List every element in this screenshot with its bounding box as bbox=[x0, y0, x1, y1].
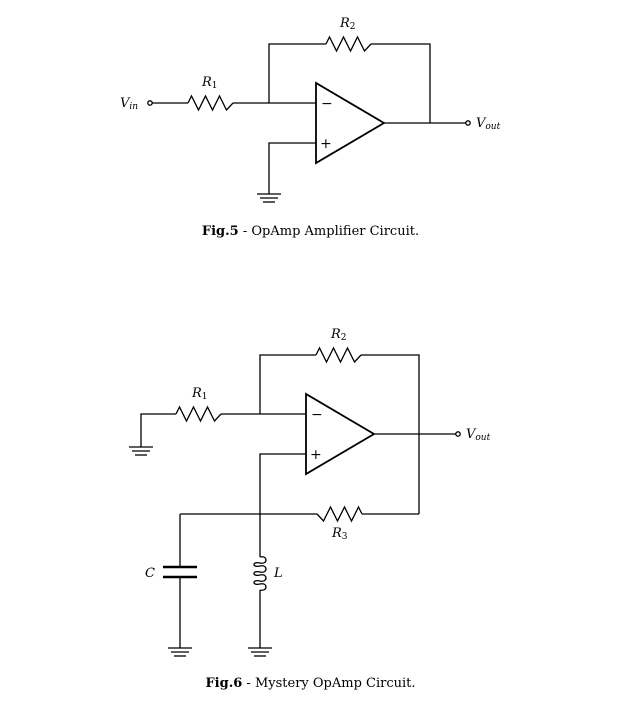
fig6-ground-inductor bbox=[248, 647, 272, 657]
fig6-caption-text: - Mystery OpAmp Circuit. bbox=[242, 676, 416, 691]
fig6-label-l: L bbox=[273, 566, 283, 581]
fig6-caption-number: Fig.6 bbox=[205, 676, 243, 691]
fig5-opamp bbox=[315, 81, 386, 165]
fig5-plus-sign: + bbox=[320, 136, 332, 152]
fig6-wire-ground-r1 bbox=[140, 413, 176, 447]
fig5-label-vin: Vin bbox=[120, 96, 138, 112]
fig6-label-r3: R3 bbox=[331, 526, 348, 542]
fig6-minus-sign: − bbox=[311, 407, 323, 423]
fig6-wire-feedback-left bbox=[259, 354, 316, 414]
fig6-vout-terminal bbox=[455, 431, 461, 437]
fig6-wire-feedback-right bbox=[361, 354, 420, 514]
fig6-label-r1: R1 bbox=[191, 386, 208, 402]
fig6-ground-left bbox=[129, 446, 153, 456]
fig5-minus-sign: − bbox=[321, 96, 333, 112]
fig5-label-vout: Vout bbox=[476, 116, 501, 132]
fig6-opamp bbox=[305, 392, 376, 476]
fig5-caption-number: Fig.5 bbox=[201, 224, 239, 239]
fig5-caption-text: - OpAmp Amplifier Circuit. bbox=[238, 224, 420, 239]
fig5-resistor-r1 bbox=[187, 94, 234, 112]
fig6-inductor-l bbox=[253, 556, 267, 591]
fig6-capacitor-c bbox=[163, 565, 197, 579]
fig6-resistor-r3 bbox=[316, 505, 363, 523]
fig6-circuit bbox=[129, 346, 461, 657]
fig5-label-r2: R2 bbox=[339, 16, 356, 32]
fig6-wire-plus-inductor bbox=[259, 453, 306, 557]
fig6-label-r2: R2 bbox=[330, 327, 347, 343]
fig6-label-vout: Vout bbox=[466, 427, 491, 443]
fig5-label-r1: R1 bbox=[201, 75, 218, 91]
fig5-wire-plus-ground bbox=[268, 142, 316, 194]
fig6-plus-sign: + bbox=[310, 447, 322, 463]
fig5-circuit bbox=[147, 35, 471, 203]
fig5-wire-feedback-left bbox=[268, 43, 326, 103]
fig5-caption: Fig.5 - OpAmp Amplifier Circuit. bbox=[0, 224, 621, 239]
fig5-ground-symbol bbox=[257, 193, 281, 203]
fig6-label-c: C bbox=[145, 566, 155, 581]
fig6-ground-capacitor bbox=[168, 647, 192, 657]
fig5-wire-feedback-right bbox=[371, 43, 431, 123]
fig6-caption: Fig.6 - Mystery OpAmp Circuit. bbox=[0, 676, 621, 691]
fig5-vin-terminal bbox=[147, 100, 153, 106]
fig5-resistor-r2 bbox=[325, 35, 372, 53]
fig6-resistor-r2 bbox=[315, 346, 362, 364]
fig6-resistor-r1 bbox=[175, 405, 222, 423]
fig5-vout-terminal bbox=[465, 120, 471, 126]
